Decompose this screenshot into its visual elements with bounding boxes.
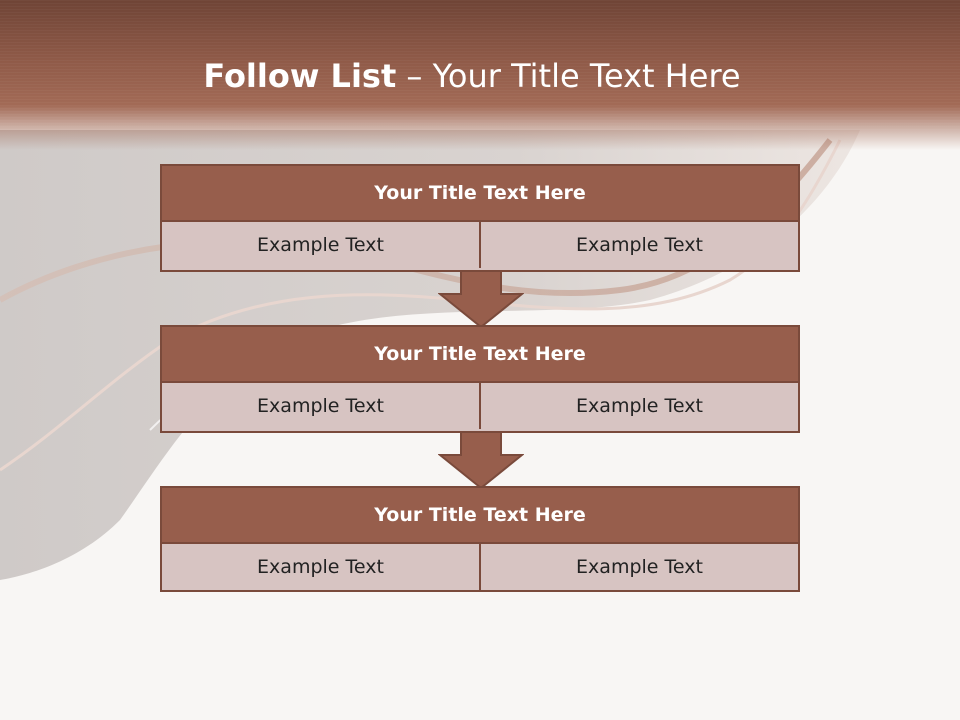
list-block-2: Your Title Text Here Example Text Exampl… [160, 325, 800, 433]
block-cell-left: Example Text [162, 544, 481, 590]
list-block-3: Your Title Text Here Example Text Exampl… [160, 486, 800, 592]
block-title: Your Title Text Here [162, 488, 798, 544]
block-cell-left: Example Text [162, 222, 481, 268]
block-title: Your Title Text Here [162, 327, 798, 383]
block-cell-left: Example Text [162, 383, 481, 429]
down-arrow-icon [438, 431, 524, 489]
block-row: Example Text Example Text [162, 544, 798, 590]
header-band [0, 0, 960, 150]
block-row: Example Text Example Text [162, 383, 798, 429]
slide-title: Follow List – Your Title Text Here [0, 52, 944, 100]
block-cell-right: Example Text [481, 383, 798, 429]
title-separator: – [406, 57, 423, 95]
block-cell-right: Example Text [481, 544, 798, 590]
block-title: Your Title Text Here [162, 166, 798, 222]
block-cell-right: Example Text [481, 222, 798, 268]
list-block-1: Your Title Text Here Example Text Exampl… [160, 164, 800, 272]
block-row: Example Text Example Text [162, 222, 798, 268]
title-rest: Your Title Text Here [432, 57, 741, 95]
header-texture [0, 0, 960, 130]
title-bold: Follow List [203, 57, 397, 95]
down-arrow-icon [438, 270, 524, 328]
